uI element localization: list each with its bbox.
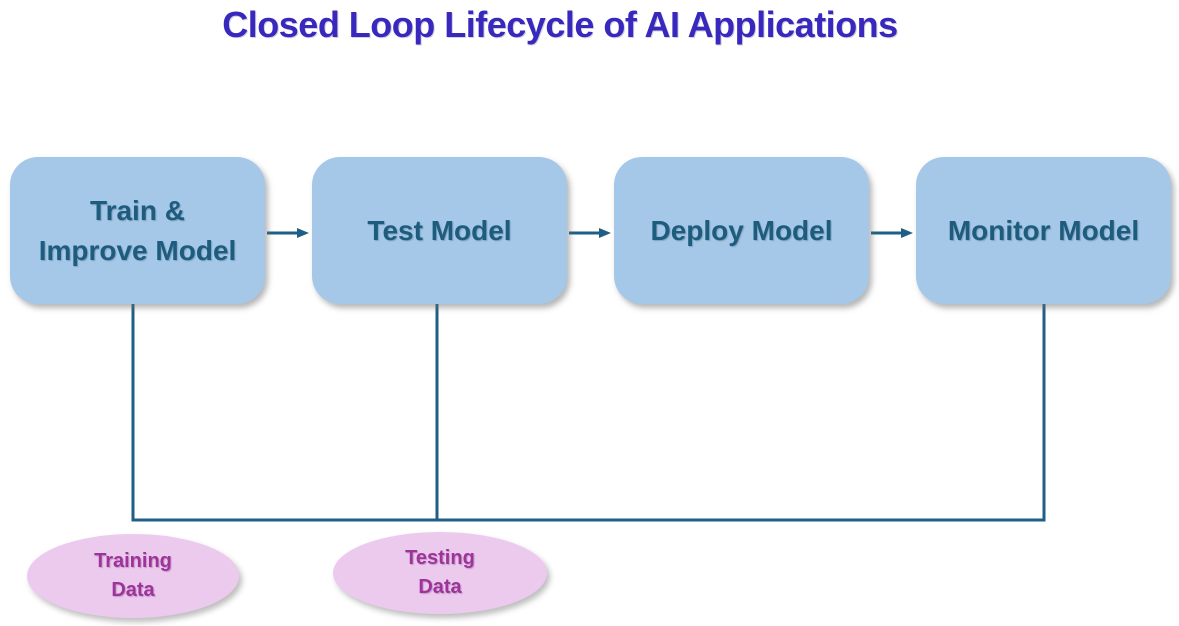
- data-ellipse-label: Training Data: [94, 550, 172, 601]
- feedback-line-monitor-to-train: [131, 304, 1046, 522]
- data-ellipse-training-data: Training Data: [27, 534, 239, 618]
- flow-box-label: Train & Improve Model: [38, 195, 237, 266]
- data-ellipse-label: Testing Data: [405, 547, 475, 598]
- data-ellipse-testing-data: Testing Data: [333, 532, 547, 614]
- flow-box-monitor-model: Monitor Model: [916, 157, 1171, 304]
- flow-box-label: Deploy Model: [650, 214, 833, 246]
- flow-box-train-improve-model: Train & Improve Model: [10, 157, 265, 304]
- diagram-title: Closed Loop Lifecycle of AI Applications: [222, 4, 898, 45]
- flow-box-label: Test Model: [367, 214, 512, 246]
- flow-box-deploy-model: Deploy Model: [614, 157, 869, 304]
- flow-box-label: Monitor Model: [947, 214, 1140, 246]
- flow-box-test-model: Test Model: [312, 157, 567, 304]
